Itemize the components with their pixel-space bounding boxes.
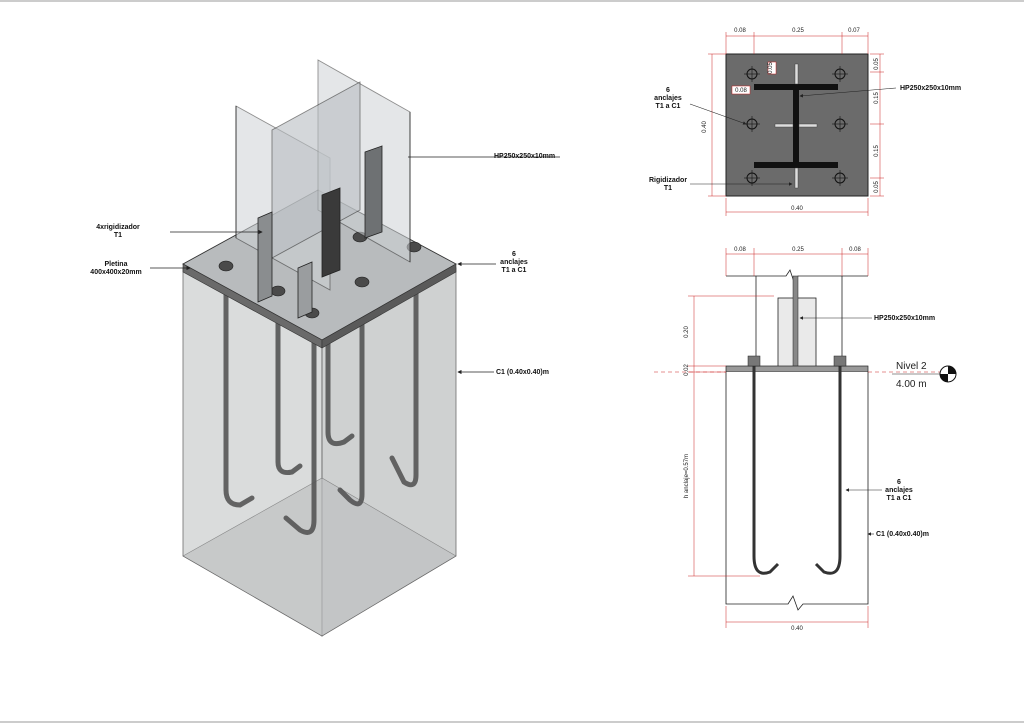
section-anchor-rods — [752, 358, 842, 575]
section-dim-top-3: 0.08 — [849, 247, 861, 253]
plan-h-section — [754, 84, 838, 168]
section-label-anchors-3: T1 a C1 — [887, 495, 912, 502]
section-dim-top-1: 0.08 — [734, 247, 746, 253]
level-value: 4.00 m — [896, 379, 927, 390]
section-base-plate — [725, 365, 869, 373]
section-concrete-outline — [725, 372, 869, 611]
section-label-anchors-2: anclajes — [885, 487, 913, 494]
plan-dim-left: 0.40 — [702, 121, 708, 133]
iso-label-plate-2: 400x400x20mm — [90, 269, 141, 276]
iso-label-column: HP250x250x10mm — [494, 153, 555, 160]
iso-label-concrete: C1 (0.40x0.40)m — [496, 369, 549, 376]
stiffeners — [257, 145, 383, 319]
plan-label-anchors-1: 6 — [666, 87, 670, 94]
section-label-anchors-1: 6 — [897, 479, 901, 486]
iso-label-anchors-2: anclajes — [500, 259, 528, 266]
plan-dim-top-2: 0.25 — [792, 28, 804, 34]
plan-dim-right-4: 0.05 — [874, 181, 880, 193]
base-plate-right-edge — [321, 263, 457, 349]
section-dim-top-2: 0.25 — [792, 247, 804, 253]
plan-label-stiffener-2: T1 — [664, 185, 672, 192]
iso-label-plate-1: Pletina — [105, 261, 128, 268]
isometric-view: HP250x250x10mm 4xrigidizador T1 Pletina … — [90, 59, 560, 637]
plan-dim-inner-h: 0.08 — [735, 88, 747, 94]
section-dim-left-upper: 0.20 — [684, 326, 690, 338]
section-view: 0.08 0.25 0.08 0.40 0.20 0.02 h anclaje=… — [654, 247, 957, 632]
plan-dim-bottom: 0.40 — [791, 206, 803, 212]
iso-label-stiffener-1: 4xrigidizador — [96, 224, 140, 231]
anchor-rods — [223, 249, 419, 535]
plan-view: 0.08 0.05 0.08 0.25 0.07 0.40 0.40 0.05 … — [649, 28, 961, 216]
section-dim-left-plate: 0.02 — [684, 364, 690, 376]
section-dim-bottom: 0.40 — [791, 626, 803, 632]
section-column-web — [792, 275, 799, 369]
plan-dim-right-3: 0.15 — [874, 145, 880, 157]
iso-label-anchors-3: T1 a C1 — [502, 267, 527, 274]
plan-label-anchors-3: T1 a C1 — [656, 103, 681, 110]
plan-label-stiffener-1: Rigidizador — [649, 177, 687, 184]
iso-label-stiffener-2: T1 — [114, 232, 122, 239]
plan-label-anchors-2: anclajes — [654, 95, 682, 102]
iso-label-anchors-1: 6 — [512, 251, 516, 258]
concrete-column-bottom — [182, 477, 457, 637]
anchor-nuts — [218, 231, 422, 319]
plan-dim-right-2: 0.15 — [874, 92, 880, 104]
section-label-column: HP250x250x10mm — [874, 315, 935, 322]
section-dim-left-anchor: h anclaje=0.57m — [684, 454, 690, 498]
plan-label-column: HP250x250x10mm — [900, 85, 961, 92]
level-name: Nivel 2 — [896, 361, 927, 372]
plan-dim-inner-v: 0.05 — [768, 62, 774, 74]
plan-stiffeners — [774, 63, 818, 189]
level-marker-icon — [939, 365, 957, 383]
plan-dim-top-3: 0.07 — [848, 28, 860, 34]
section-label-concrete: C1 (0.40x0.40)m — [876, 531, 929, 538]
plan-dim-right-1: 0.05 — [874, 58, 880, 70]
plan-dim-top-1: 0.08 — [734, 28, 746, 34]
